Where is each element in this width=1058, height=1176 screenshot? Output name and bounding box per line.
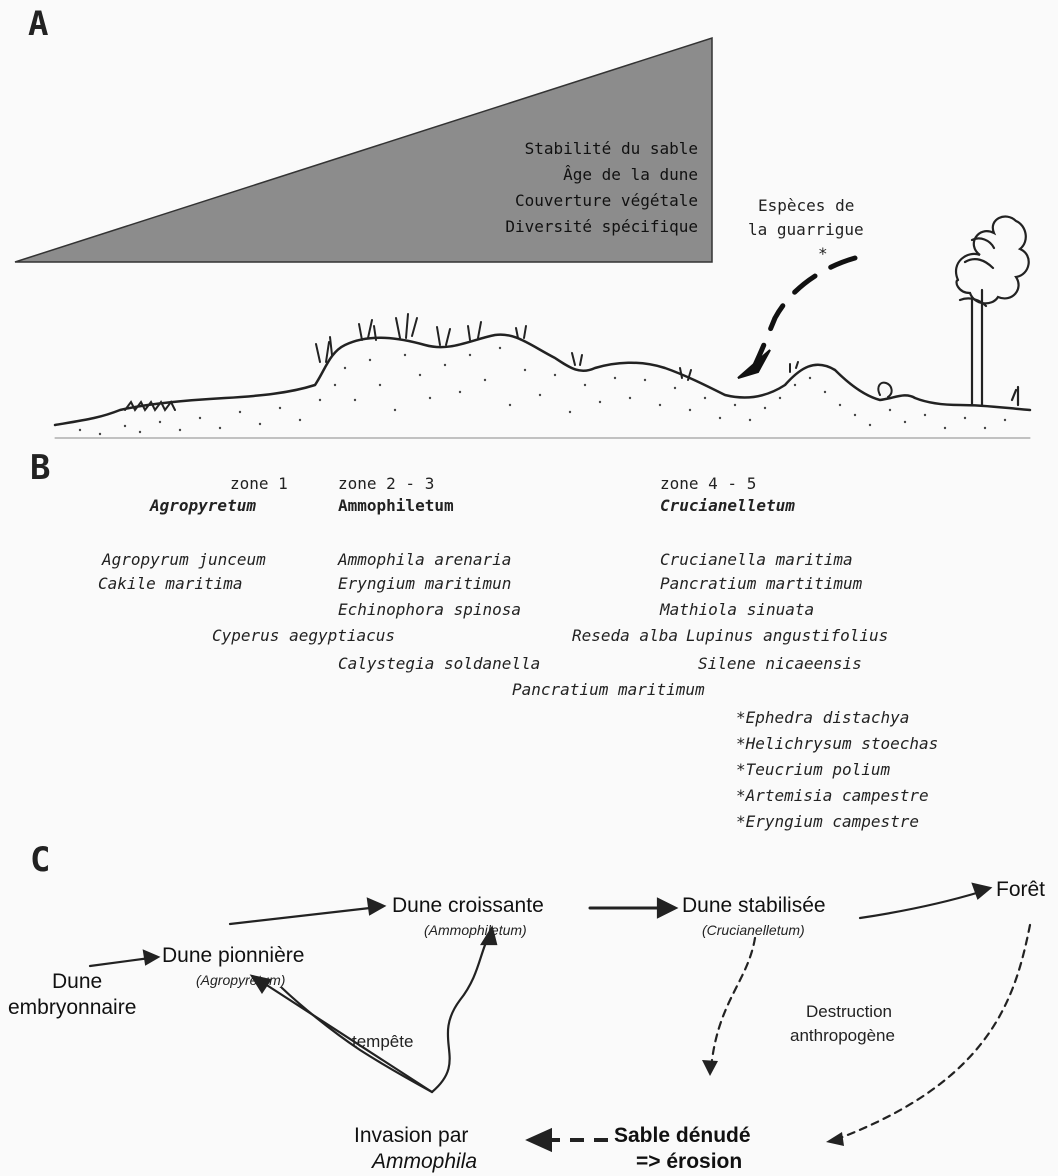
garrigue-species: *Teucrium polium [736, 760, 890, 779]
panel-b-letter: B [30, 448, 50, 488]
species-label: Reseda alba [572, 626, 678, 645]
panel-c-letter: C [30, 840, 50, 880]
crucianelletum-label: (Crucianelletum) [702, 922, 805, 938]
dune-embryonnaire-line2: embryonnaire [8, 996, 136, 1020]
species-label: Eryngium maritimun [338, 574, 511, 593]
erosion-arrow [530, 1131, 608, 1149]
species-label: Silene nicaeensis [698, 654, 862, 673]
zone-4-5-association: Crucianelletum [660, 496, 795, 515]
garrigue-species: *Helichrysum stoechas [736, 734, 938, 753]
zone-1-label: zone 1 [230, 474, 288, 493]
gradient-label: Stabilité du sable [380, 136, 698, 162]
ammophiletum-label: (Ammophiletum) [424, 922, 527, 938]
foret-label: Forêt [996, 878, 1045, 902]
garrigue-label-1: Espèces de [758, 196, 854, 215]
asterisk-marker: * [818, 244, 828, 263]
sand-dots [79, 347, 1006, 435]
invasion-line2: Ammophila [372, 1150, 477, 1174]
tempete-label: tempête [352, 1032, 413, 1052]
gradient-label: Couverture végétale [380, 188, 698, 214]
gradient-labels: Stabilité du sable Âge de la dune Couver… [380, 136, 698, 240]
zone-2-3-association: Ammophiletum [338, 496, 454, 515]
dune-pionniere-label: Dune pionnière [162, 944, 304, 968]
dune-embryonnaire-line1: Dune [52, 970, 102, 994]
zone-4-5-label: zone 4 - 5 [660, 474, 756, 493]
dune-vegetation [125, 314, 892, 410]
garrigue-species: *Eryngium campestre [736, 812, 919, 831]
destruction-line2: anthropogène [790, 1026, 895, 1046]
species-label: Echinophora spinosa [338, 600, 521, 619]
erosion-label: => érosion [636, 1150, 742, 1174]
species-label: Lupinus angustifolius [686, 626, 888, 645]
species-label: Crucianella maritima [660, 550, 853, 569]
species-label: Calystegia soldanella [338, 654, 540, 673]
garrigue-arrow [738, 258, 855, 378]
species-label: Agropyrum junceum [102, 550, 266, 569]
garrigue-label-2: la guarrigue [748, 220, 864, 239]
garrigue-species: *Artemisia campestre [736, 786, 929, 805]
species-label: Cakile maritima [98, 574, 243, 593]
species-label: Mathiola sinuata [660, 600, 814, 619]
invasion-line1: Invasion par [354, 1124, 468, 1148]
dune-profile [55, 335, 1030, 438]
species-label: Pancratium maritimum [512, 680, 705, 699]
destruction-line1: Destruction [806, 1002, 892, 1022]
pine-tree [956, 217, 1029, 405]
dune-croissante-label: Dune croissante [392, 894, 544, 918]
species-label: Pancratium martitimum [660, 574, 862, 593]
sable-denude-label: Sable dénudé [614, 1124, 751, 1148]
gradient-label: Diversité spécifique [380, 214, 698, 240]
zone-1-association: Agropyretum [150, 496, 256, 515]
gradient-label: Âge de la dune [380, 162, 698, 188]
species-label: Ammophila arenaria [338, 550, 511, 569]
species-label: Cyperus aegyptiacus [212, 626, 395, 645]
garrigue-species: *Ephedra distachya [736, 708, 909, 727]
dune-stabilisee-label: Dune stabilisée [682, 894, 826, 918]
agropyretum-label: (Agropyretum) [196, 972, 285, 988]
zone-2-3-label: zone 2 - 3 [338, 474, 434, 493]
